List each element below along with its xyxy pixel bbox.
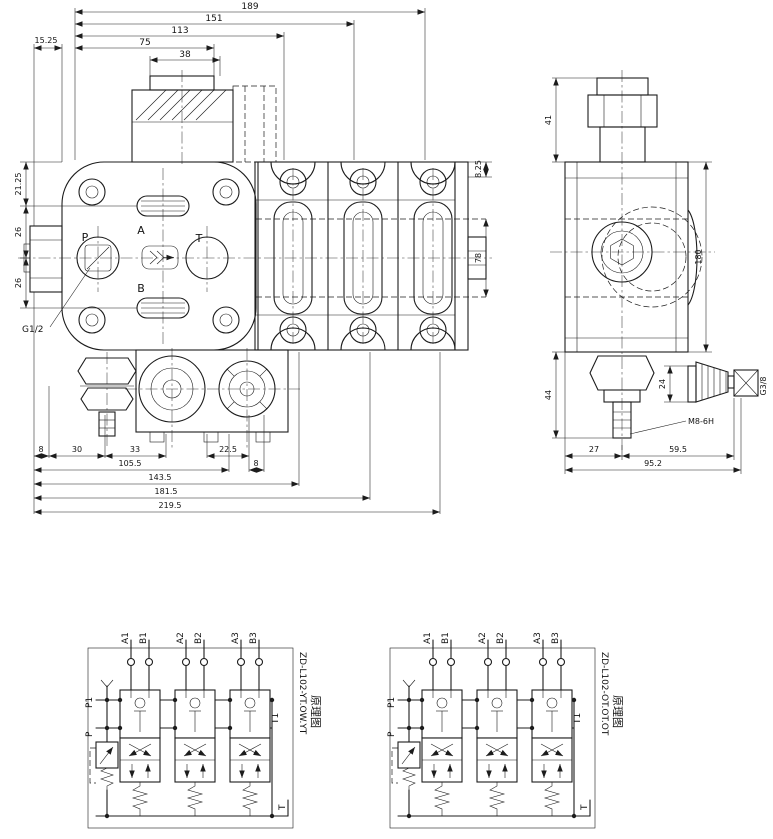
dim-33: 33 [130, 445, 140, 454]
schem1-port-b3: B3 [249, 632, 259, 644]
schem1-port-t: T [278, 804, 288, 811]
schem2-port-a3: A3 [533, 632, 543, 644]
dim-38: 38 [179, 50, 191, 60]
side-dimensions: 41 180 44 24 27 59.5 95.2 [544, 77, 742, 474]
top-cap [587, 77, 658, 163]
dim-143-5: 143.5 [149, 473, 172, 482]
dim-30: 30 [72, 445, 82, 454]
dim-95-2: 95.2 [644, 459, 662, 468]
dim-22-5: 22.5 [219, 445, 237, 454]
schem2-subtitle: 原理图 [611, 695, 624, 728]
schem2-port-a1: A1 [423, 632, 433, 644]
schem2-port-t: T [580, 804, 590, 811]
schem2-port-b3: B3 [551, 632, 561, 644]
dim-219-5: 219.5 [159, 501, 182, 510]
bottom-block [135, 349, 289, 443]
schem2-port-a2: A2 [478, 632, 488, 644]
dim-8-25: 8.25 [474, 160, 483, 178]
schem2-port-b1: B1 [441, 632, 451, 644]
dim-24: 24 [658, 379, 667, 389]
dim-181-5: 181.5 [155, 487, 178, 496]
schem2-port-p: P [387, 731, 397, 737]
schem1-title: ZD-L102-YT.OW.YT [297, 652, 307, 735]
dim-44: 44 [544, 390, 553, 400]
bottom-stud [589, 355, 655, 439]
port-label-p: P [82, 231, 89, 244]
dim-180: 180 [694, 249, 703, 264]
front-view: P A T B G1/2 [18, 70, 715, 450]
dim-27: 27 [589, 445, 599, 454]
valve-sections [270, 161, 456, 351]
dim-151: 151 [205, 14, 222, 24]
dim-113: 113 [171, 26, 188, 36]
schem1-port-a1: A1 [121, 632, 131, 644]
schem1-port-b2: B2 [194, 632, 204, 644]
schem2-port-b2: B2 [496, 632, 506, 644]
dim-78: 78 [474, 253, 483, 263]
schematic-right: A1 B1 A2 B2 A3 B3 P1 P T1 T ZD-L102-OT.O… [387, 632, 624, 829]
dim-41: 41 [544, 115, 553, 125]
thread-label-m8: M8-6H [688, 417, 714, 426]
thread-label-g12: G1/2 [22, 325, 43, 335]
schem1-port-t1: T1 [271, 713, 281, 725]
side-view: M8-6H G3/8 [564, 77, 768, 439]
schem1-port-p1: P1 [85, 697, 95, 708]
schem1-port-a3: A3 [231, 632, 241, 644]
port-label-t: T [195, 232, 203, 245]
mounting-holes [78, 178, 240, 334]
schem1-port-p: P [85, 731, 95, 737]
dim-59-5: 59.5 [669, 445, 687, 454]
schem2-port-p1: P1 [387, 697, 397, 708]
dim-26b: 26 [14, 278, 23, 288]
port-label-a: A [137, 224, 145, 237]
schematic-left: A1 B1 A2 B2 A3 B3 P1 P T1 T ZD-L102-YT.O… [85, 632, 322, 829]
dim-8a: 8 [38, 445, 43, 454]
dim-26a: 26 [14, 227, 23, 237]
dim-75: 75 [139, 38, 150, 48]
dim-21-25: 21.25 [14, 173, 23, 196]
schem2-title: ZD-L102-OT.OT.OT [599, 652, 609, 736]
dim-15-25: 15.25 [35, 36, 58, 45]
schem1-subtitle: 原理图 [309, 695, 322, 728]
port-features [76, 195, 229, 319]
control-lever [687, 361, 759, 403]
top-cover [131, 75, 277, 163]
schem1-port-b1: B1 [139, 632, 149, 644]
dim-105-5: 105.5 [119, 459, 142, 468]
dim-189: 189 [241, 2, 258, 12]
front-dimensions: 189 151 113 75 38 15.25 21.25 26 26 8.25… [14, 2, 492, 515]
schem1-port-a2: A2 [176, 632, 186, 644]
port-label-g38: G3/8 [759, 376, 768, 395]
port-label-b: B [137, 282, 145, 295]
left-port-boss [23, 225, 63, 293]
schem2-port-t1: T1 [573, 713, 583, 725]
dim-8b: 8 [253, 459, 258, 468]
adjuster-nuts [77, 357, 137, 437]
